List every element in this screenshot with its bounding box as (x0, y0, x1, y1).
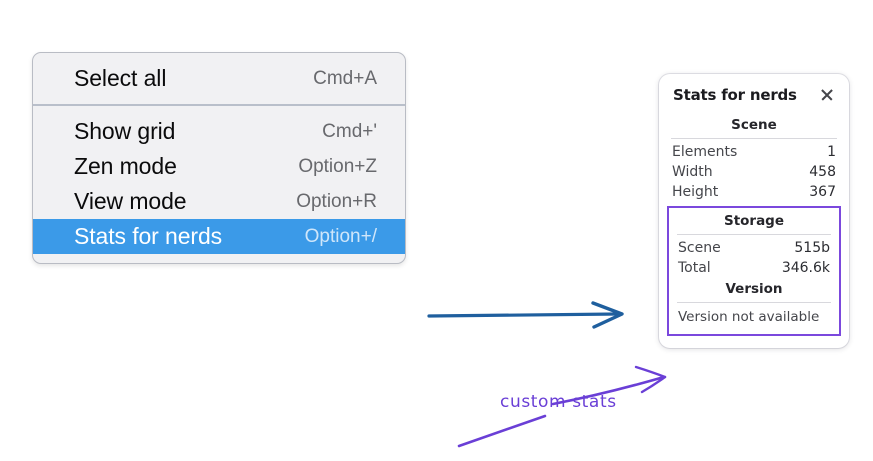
version-note: Version not available (678, 309, 820, 325)
stat-label: Height (672, 184, 719, 200)
menu-item-shortcut: Option+Z (298, 155, 377, 177)
context-menu[interactable]: Select all Cmd+A Show grid Cmd+' Zen mod… (32, 52, 406, 264)
menu-item-label: Show grid (74, 118, 176, 144)
section-divider (677, 234, 831, 235)
custom-stats-highlight-box: Storage Scene 515b Total 346.6k Version … (667, 206, 841, 336)
flow-arrow-icon (427, 301, 624, 329)
callout-underline-icon (457, 414, 547, 448)
stat-label: Total (678, 260, 711, 276)
menu-item-label: View mode (74, 188, 187, 214)
table-row: Scene 515b (677, 238, 831, 258)
menu-item-label: Select all (74, 65, 167, 91)
stat-value: 515b (794, 240, 830, 256)
stat-value: 458 (809, 164, 836, 180)
menu-item-select-all[interactable]: Select all Cmd+A (33, 61, 405, 96)
stat-label: Scene (678, 240, 721, 256)
table-row: Width 458 (671, 162, 837, 182)
section-version: Version Version not available (673, 278, 835, 328)
menu-item-shortcut: Option+R (296, 190, 377, 212)
section-divider (677, 302, 831, 303)
section-title: Version (725, 281, 783, 297)
stats-for-nerds-panel: Stats for nerds Scene Elements 1 Width 4… (659, 74, 849, 348)
menu-item-shortcut: Option+/ (304, 225, 377, 247)
menu-group-2: Show grid Cmd+' Zen mode Option+Z View m… (33, 104, 405, 263)
menu-item-shortcut: Cmd+A (313, 67, 377, 89)
table-row: Total 346.6k (677, 258, 831, 278)
menu-item-shortcut: Cmd+' (322, 120, 377, 142)
panel-header: Stats for nerds (659, 84, 849, 114)
stat-label: Elements (672, 144, 738, 160)
menu-item-view-mode[interactable]: View mode Option+R (33, 184, 405, 219)
menu-item-label: Zen mode (74, 153, 177, 179)
menu-item-stats-for-nerds[interactable]: Stats for nerds Option+/ (33, 219, 405, 254)
panel-title: Stats for nerds (673, 86, 797, 104)
section-title: Storage (723, 213, 785, 229)
close-icon[interactable] (819, 87, 835, 103)
stat-value: 1 (827, 144, 836, 160)
menu-item-show-grid[interactable]: Show grid Cmd+' (33, 114, 405, 149)
section-divider (671, 138, 837, 139)
menu-item-zen-mode[interactable]: Zen mode Option+Z (33, 149, 405, 184)
stat-value: 367 (809, 184, 836, 200)
section-title: Scene (731, 117, 777, 133)
callout-label: custom stats (500, 392, 617, 412)
stat-value: 346.6k (781, 260, 830, 276)
stat-label: Width (672, 164, 713, 180)
menu-item-label: Stats for nerds (74, 223, 223, 249)
section-scene: Scene Elements 1 Width 458 Height 367 (659, 114, 849, 202)
table-row: Height 367 (671, 182, 837, 202)
table-row: Elements 1 (671, 142, 837, 162)
section-storage: Storage Scene 515b Total 346.6k (673, 210, 835, 278)
menu-group-1: Select all Cmd+A (33, 53, 405, 104)
